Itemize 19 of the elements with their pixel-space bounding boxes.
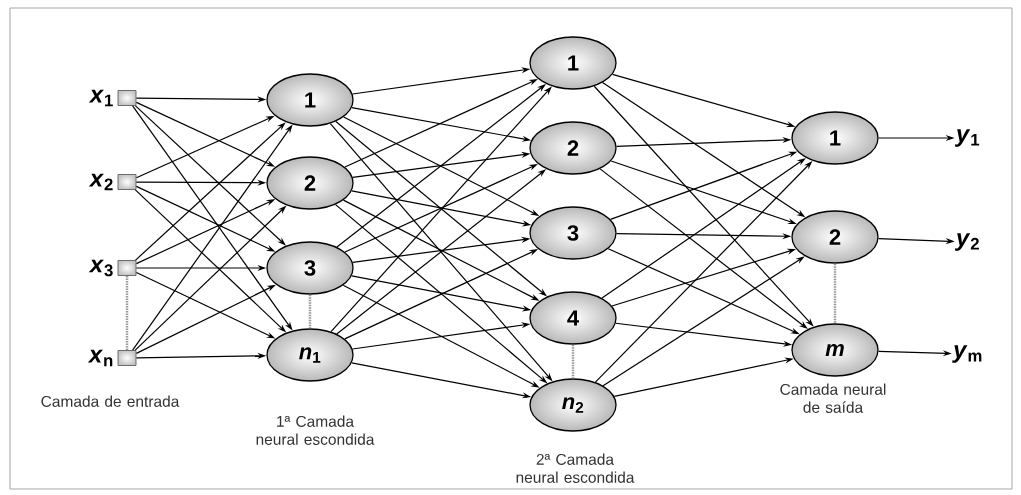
layer-caption: 2ª Camada neural escondida [516,453,635,483]
arrow [135,122,286,261]
dotted-line [833,263,837,324]
layer-caption: 1ª Camada neural escondida [256,415,375,445]
layer-caption: Camada de entrada [41,395,180,407]
input-label: x$_{n}$ [87,349,113,367]
dotted-line [571,344,575,379]
input-label: x$_{2}$ [88,173,113,191]
input-label: x$_{3}$ [88,259,113,277]
input-square [117,260,137,276]
output-label: y$_{2}$ [954,233,979,251]
dotted-line [308,294,312,329]
input-square [117,90,137,106]
input-square [117,350,137,366]
dotted-line [125,275,129,351]
output-label: y$_{m}$ [952,345,982,363]
input-label: x$_{1}$ [88,89,113,107]
input-square [117,174,137,190]
output-label: y$_{1}$ [954,129,980,147]
